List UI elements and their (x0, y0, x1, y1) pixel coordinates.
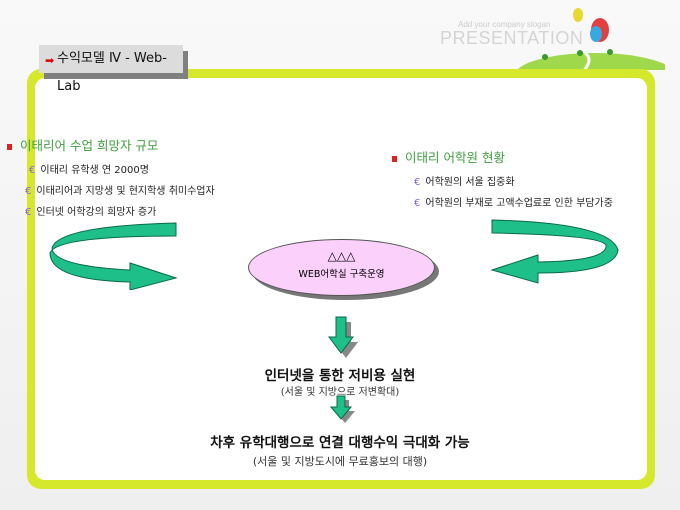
curved-arrow-right-icon (49, 222, 178, 290)
slogan: Add your company slogan (458, 20, 551, 29)
left-item-text: 이태리 유학생 연 2000명 (40, 165, 149, 176)
right-item: € 어학원의 서울 집중화 (414, 173, 613, 188)
down-arrow-icon (330, 395, 355, 423)
curved-arrow-left-icon (490, 219, 619, 284)
left-item-text: 인터넷 어학강의 희망자 증가 (36, 207, 157, 218)
left-item: € 이태리 유학생 연 2000명 (29, 161, 215, 176)
down-arrow-icon (328, 316, 358, 358)
step1-main: 인터넷을 통한 저비용 실현 (264, 368, 416, 384)
right-item-text: 어학원의 서울 집중화 (425, 177, 515, 188)
arrow-right-icon: ➡ (45, 54, 55, 67)
euro-bullet-icon: € (414, 177, 421, 188)
center-symbol: △△△ (327, 249, 356, 263)
left-item: € 인터넷 어학강의 희망자 증가 (25, 203, 215, 218)
euro-bullet-icon: € (25, 207, 32, 218)
bullet-icon (7, 143, 12, 150)
left-item: € 이태리어과 지망생 및 현지학생 취미수업자 (25, 182, 215, 197)
euro-bullet-icon: € (25, 186, 32, 197)
euro-bullet-icon: € (414, 198, 421, 209)
right-section: 이태리 어학원 현황 € 어학원의 서울 집중화 € 어학원의 부재로 고액수업료로… (392, 147, 613, 209)
left-heading: 이태리어 수업 희망자 규모 (7, 135, 215, 154)
hill-balloon-illustration (517, 8, 665, 70)
left-heading-text: 이태리어 수업 희망자 규모 (20, 138, 159, 153)
euro-bullet-icon: € (29, 165, 36, 176)
center-ellipse: △△△ WEB어학실 구축운영 (248, 239, 435, 296)
right-item: € 어학원의 부재로 고액수업료로 인한 부담가중 (414, 194, 613, 209)
step1-sub: (서울 및 지방으로 저변확대) (280, 387, 400, 398)
left-section: 이태리어 수업 희망자 규모 €이태리 유학생 연 2000명 €이태리어과 지… (7, 135, 215, 218)
slide-title: 수익모델 Ⅳ - Web-Lab (39, 45, 183, 94)
left-item-text: 이태리어과 지망생 및 현지학생 취미수업자 (36, 186, 215, 197)
step2-main: 차후 유학대행으로 연결 대행수익 극대화 가능 (210, 435, 470, 451)
bullet-icon (392, 155, 397, 162)
right-heading: 이태리 어학원 현황 (392, 147, 613, 166)
step2-sub: (서울 및 지방도시에 무료홍보의 대행) (252, 455, 428, 468)
right-heading-text: 이태리 어학원 현황 (405, 150, 505, 165)
brand-text: PRESENTATION (440, 28, 584, 48)
right-item-text: 어학원의 부재로 고액수업료로 인한 부담가중 (425, 198, 613, 209)
center-label: WEB어학실 구축운영 (298, 269, 385, 280)
